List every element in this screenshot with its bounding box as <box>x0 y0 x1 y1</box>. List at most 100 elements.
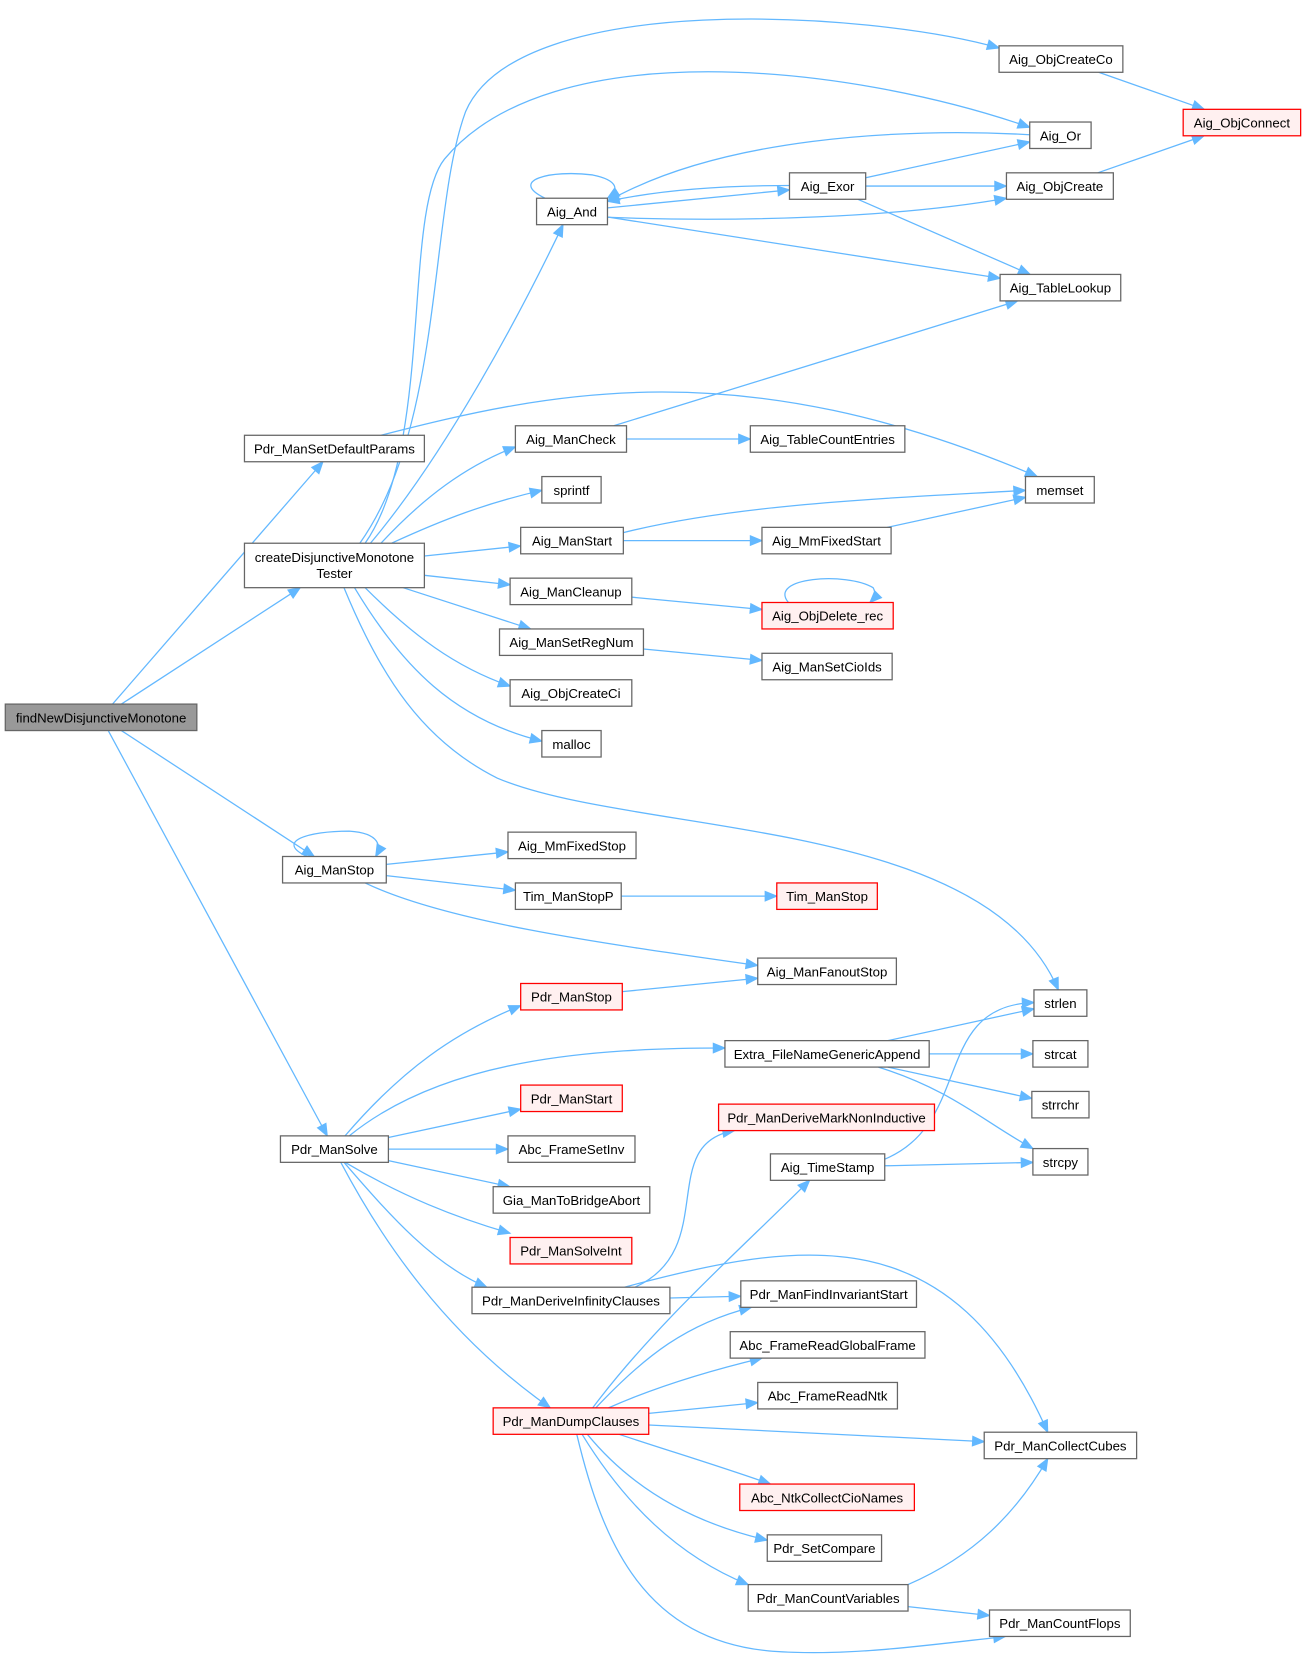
node-Pdr_ManCountFlops[interactable]: Pdr_ManCountFlops <box>988 1609 1131 1638</box>
node-Aig_ObjCreateCo[interactable]: Aig_ObjCreateCo <box>998 45 1124 73</box>
edge-Pdr_ManDumpClauses-to-Pdr_ManCountVariables <box>581 1433 750 1586</box>
node-Extra_FileNameGenericAppend[interactable]: Extra_FileNameGenericAppend <box>724 1039 930 1068</box>
node-Aig_TableCountEntries[interactable]: Aig_TableCountEntries <box>749 425 906 453</box>
node-label: Aig_ManStart <box>532 534 612 549</box>
node-box <box>507 831 637 860</box>
node-strcat[interactable]: strcat <box>1032 1039 1089 1068</box>
node-Aig_And[interactable]: Aig_And <box>535 197 609 226</box>
node-Aig_ObjConnect[interactable]: Aig_ObjConnect <box>1182 108 1302 137</box>
node-Pdr_ManFindInvariantStart[interactable]: Pdr_ManFindInvariantStart <box>740 1280 918 1308</box>
edge-line <box>586 1433 768 1541</box>
edge-line <box>359 18 1000 544</box>
node-box <box>520 526 624 555</box>
arrowhead-icon <box>749 535 764 547</box>
node-Abc_FrameSetInv[interactable]: Abc_FrameSetInv <box>507 1135 636 1163</box>
edge-line <box>648 1424 985 1443</box>
node-Aig_ManFanoutStop[interactable]: Aig_ManFanoutStop <box>757 957 898 986</box>
node-Aig_ManCleanup[interactable]: Aig_ManCleanup <box>509 577 633 606</box>
node-label: Abc_FrameSetInv <box>519 1142 625 1157</box>
node-label: Aig_TableCountEntries <box>760 432 895 447</box>
node-Aig_ManSetCioIds[interactable]: Aig_ManSetCioIds <box>761 652 893 681</box>
node-Aig_ManStart[interactable]: Aig_ManStart <box>520 526 624 555</box>
node-Aig_ObjCreateCi[interactable]: Aig_ObjCreateCi <box>509 679 633 707</box>
edge-line <box>343 587 1059 991</box>
node-Aig_Or[interactable]: Aig_Or <box>1029 121 1092 150</box>
edge-line <box>857 198 1031 276</box>
node-Aig_TableLookup[interactable]: Aig_TableLookup <box>999 273 1122 302</box>
node-box <box>509 1236 633 1265</box>
node-Pdr_ManDumpClauses[interactable]: Pdr_ManDumpClauses <box>492 1407 650 1435</box>
edge-line <box>624 1254 1049 1433</box>
edge-line <box>343 1161 488 1288</box>
node-Aig_Exor[interactable]: Aig_Exor <box>788 172 867 200</box>
node-box <box>509 679 633 707</box>
node-Pdr_ManDeriveInfinityClauses[interactable]: Pdr_ManDeriveInfinityClauses <box>471 1286 671 1315</box>
node-Pdr_ManSolveInt[interactable]: Pdr_ManSolveInt <box>509 1236 633 1265</box>
node-Aig_ManStop[interactable]: Aig_ManStop <box>281 855 387 884</box>
node-box <box>1182 108 1302 137</box>
node-Abc_FrameReadGlobalFrame[interactable]: Abc_FrameReadGlobalFrame <box>729 1331 926 1359</box>
node-strrchr[interactable]: strrchr <box>1031 1090 1090 1119</box>
edge-Aig_TimeStamp-to-strcpy <box>884 1157 1035 1169</box>
node-label: createDisjunctiveMonotone <box>255 550 414 565</box>
arrowhead-icon <box>1048 976 1059 992</box>
edge-line <box>648 1401 758 1415</box>
node-Aig_ObjDelete_rec[interactable]: Aig_ObjDelete_rec <box>761 601 894 630</box>
edge-Tim_ManStopP-to-Tim_ManStop <box>621 890 779 902</box>
node-Aig_ObjCreate[interactable]: Aig_ObjCreate <box>1005 172 1114 200</box>
node-box <box>541 729 602 758</box>
node-box <box>507 1135 636 1163</box>
node-strcpy[interactable]: strcpy <box>1032 1147 1089 1176</box>
node-box <box>1032 1039 1089 1068</box>
arrowhead-icon <box>495 1143 510 1155</box>
node-label: memset <box>1036 483 1083 498</box>
edge-line <box>884 1161 1033 1167</box>
arrowhead-icon <box>749 653 764 665</box>
edge-line <box>121 587 301 705</box>
arrowhead-icon <box>728 1291 743 1303</box>
edge-Pdr_ManDumpClauses-to-Aig_TimeStamp <box>592 1179 811 1409</box>
arrowhead-icon <box>1012 494 1027 506</box>
arrowhead-icon <box>507 1106 523 1118</box>
node-Abc_FrameReadNtk[interactable]: Abc_FrameReadNtk <box>757 1381 899 1410</box>
arrowhead-icon <box>993 194 1008 206</box>
node-Pdr_ManCountVariables[interactable]: Pdr_ManCountVariables <box>747 1583 909 1612</box>
node-Aig_MmFixedStop[interactable]: Aig_MmFixedStop <box>507 831 637 860</box>
node-box <box>509 577 633 606</box>
edge-createDisjunctiveMonotoneTester-to-Aig_Or <box>364 71 1032 544</box>
edge-line <box>424 574 511 586</box>
node-Aig_ManSetRegNum[interactable]: Aig_ManSetRegNum <box>498 628 645 657</box>
node-sprintf[interactable]: sprintf <box>541 475 602 504</box>
node-Tim_ManStop[interactable]: Tim_ManStop <box>776 882 878 911</box>
node-Gia_ManToBridgeAbort[interactable]: Gia_ManToBridgeAbort <box>492 1186 651 1214</box>
node-box <box>243 434 426 463</box>
edge-findNewDisjunctiveMonotone-to-Aig_ManStop <box>120 730 316 858</box>
node-label: Aig_ObjCreateCo <box>1009 52 1113 67</box>
node-label: Tim_ManStopP <box>523 889 614 904</box>
edge-Pdr_ManCountVariables-to-Pdr_ManCollectCubes <box>907 1457 1049 1586</box>
node-Pdr_SetCompare[interactable]: Pdr_SetCompare <box>766 1534 883 1562</box>
edge-Aig_ManCleanup-to-Aig_ObjDelete_rec <box>631 596 764 614</box>
node-Pdr_ManCollectCubes[interactable]: Pdr_ManCollectCubes <box>983 1431 1138 1460</box>
node-Pdr_ManDeriveMarkNonInductive[interactable]: Pdr_ManDeriveMarkNonInductive <box>717 1103 936 1132</box>
edge-Aig_Exor-to-Aig_Or <box>865 139 1032 179</box>
node-Pdr_ManStart[interactable]: Pdr_ManStart <box>520 1084 623 1113</box>
node-label: Pdr_SetCompare <box>773 1541 875 1556</box>
node-label: Aig_MmFixedStart <box>772 534 881 549</box>
node-Aig_MmFixedStart[interactable]: Aig_MmFixedStart <box>761 526 892 555</box>
node-Aig_ManCheck[interactable]: Aig_ManCheck <box>514 425 628 453</box>
node-label: Aig_TableLookup <box>1010 281 1111 296</box>
node-Abc_NtkCollectCioNames[interactable]: Abc_NtkCollectCioNames <box>739 1483 916 1512</box>
node-malloc[interactable]: malloc <box>541 729 602 758</box>
node-memset[interactable]: memset <box>1024 475 1095 504</box>
edge-Pdr_ManSolve-to-Pdr_ManStart <box>388 1106 523 1139</box>
node-Tim_ManStopP[interactable]: Tim_ManStopP <box>514 882 622 911</box>
node-Pdr_ManSolve[interactable]: Pdr_ManSolve <box>279 1135 390 1163</box>
node-Pdr_ManStop[interactable]: Pdr_ManStop <box>520 982 623 1011</box>
edge-line <box>380 391 1038 478</box>
edge-line <box>607 197 1007 220</box>
node-strlen[interactable]: strlen <box>1033 989 1088 1017</box>
node-Pdr_ManSetDefaultParams[interactable]: Pdr_ManSetDefaultParams <box>243 434 426 463</box>
node-Aig_TimeStamp[interactable]: Aig_TimeStamp <box>769 1153 886 1181</box>
